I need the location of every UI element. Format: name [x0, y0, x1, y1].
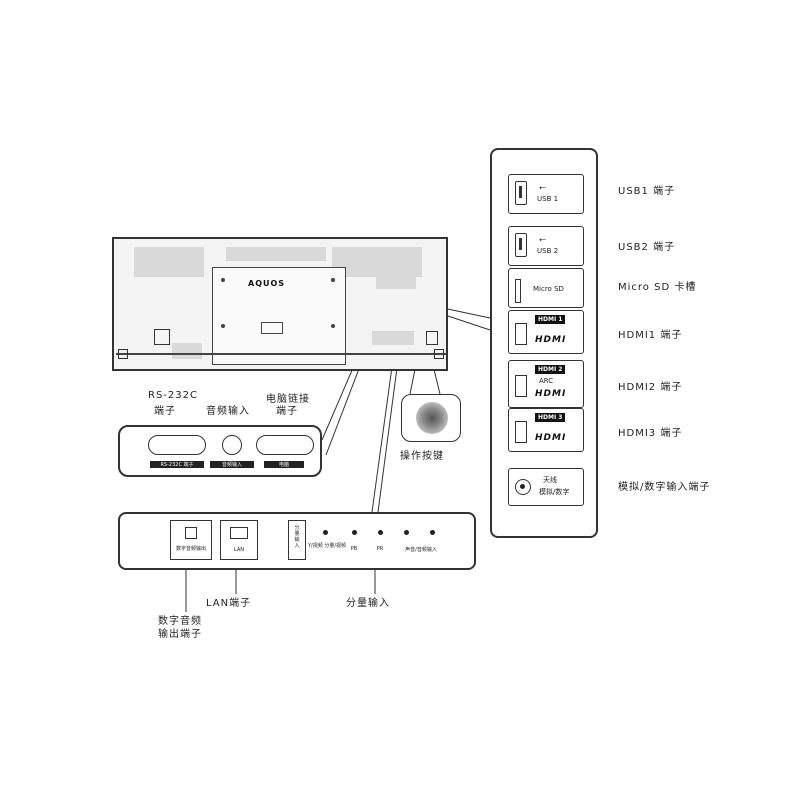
- rear-vent-area: [376, 275, 416, 289]
- usb1-port-box: ⭠ USB 1: [508, 174, 584, 214]
- rear-vent-area: [332, 247, 422, 277]
- audio-tag: 音频输入: [210, 461, 254, 468]
- hdmi3-badge: HDMI 3: [535, 413, 566, 422]
- optical-port-box: 数字音频输出: [170, 520, 212, 560]
- tv-bottom-edge: [116, 353, 446, 355]
- component-side-label-box: 分量输入: [288, 520, 306, 560]
- usb-icon: ⭠: [539, 235, 547, 245]
- label-component: 分量输入: [346, 598, 390, 609]
- hdmi-logo: HDMI: [535, 433, 567, 443]
- optical-text: 数字音频输出: [175, 546, 206, 552]
- right-port-block: [426, 331, 438, 345]
- label-audio-in: 音频输入: [206, 406, 250, 417]
- microsd-port-box: Micro SD: [508, 268, 584, 308]
- hdmi1-port-box: HDMI 1 HDMI: [508, 310, 584, 354]
- rear-port-panel-upper: RS-232C 端子 音频输入 电脑: [118, 425, 322, 477]
- jack5-label: 声音/音频输入: [405, 547, 437, 553]
- pc-port: [256, 435, 314, 455]
- screw: [331, 324, 335, 328]
- rear-center-panel: [212, 267, 346, 365]
- label-hdmi2: HDMI2 端子: [618, 382, 683, 393]
- label-lan: LAN端子: [206, 598, 252, 609]
- optical-jack: [185, 527, 197, 539]
- lan-text: LAN: [233, 547, 245, 553]
- rear-bracket: [261, 322, 283, 334]
- audio-in-jack: [222, 435, 242, 455]
- foot: [434, 349, 444, 359]
- hdmi-logo: HDMI: [535, 335, 567, 345]
- usb1-text: USB 1: [537, 195, 559, 203]
- label-pc-1: 电脑链接: [266, 394, 310, 405]
- rear-vent-area: [372, 331, 414, 345]
- component-side-label: 分量输入: [294, 525, 300, 549]
- rear-vent-area: [172, 343, 202, 359]
- knob-icon: [416, 402, 448, 434]
- hdmi2-slot: [515, 375, 527, 397]
- microsd-text: Micro SD: [533, 285, 564, 293]
- component-pr-jack: [378, 530, 383, 535]
- label-operation-button: 操作按键: [400, 451, 444, 462]
- label-hdmi1: HDMI1 端子: [618, 330, 683, 341]
- label-usb1: USB1 端子: [618, 186, 676, 197]
- usb2-text: USB 2: [537, 247, 559, 255]
- antenna-jack: [515, 479, 531, 495]
- pc-tag: 电脑: [264, 461, 304, 468]
- microsd-slot: [515, 279, 521, 303]
- label-digital-audio-2: 输出端子: [158, 629, 202, 640]
- hdmi1-badge: HDMI 1: [535, 315, 566, 324]
- tv-rear-view: AQUOS: [112, 237, 448, 371]
- operation-button[interactable]: [401, 394, 461, 442]
- antenna-port-box: 天线 模拟/数字: [508, 468, 584, 506]
- foot: [118, 349, 128, 359]
- screw: [221, 278, 225, 282]
- rear-vent-area: [134, 247, 204, 277]
- label-microsd: Micro SD 卡槽: [618, 282, 697, 293]
- label-antenna: 模拟/数字输入端子: [618, 482, 711, 493]
- usb2-port-box: ⭠ USB 2: [508, 226, 584, 266]
- antenna-text-2: 模拟/数字: [539, 488, 570, 496]
- label-digital-audio-1: 数字音频: [158, 616, 202, 627]
- hdmi2-arc: ARC: [539, 377, 554, 385]
- rear-port-panel-lower: 数字音频输出 LAN 分量输入 Y/视频 分量/视频 PB PR 声音/音频输入: [118, 512, 476, 570]
- hdmi3-port-box: HDMI 3 HDMI: [508, 408, 584, 452]
- usb-icon: ⭠: [539, 183, 547, 193]
- hdmi3-slot: [515, 421, 527, 443]
- label-rs232c-1: RS-232C: [148, 390, 198, 401]
- left-port-block: [154, 329, 170, 345]
- usb2-slot: [515, 233, 527, 257]
- rs232c-tag: RS-232C 端子: [150, 461, 204, 468]
- jack2-label: PB: [350, 546, 358, 552]
- lan-jack: [230, 527, 248, 539]
- antenna-text-1: 天线: [543, 476, 557, 484]
- lan-port-box: LAN: [220, 520, 258, 560]
- jack3-label: PR: [376, 546, 384, 552]
- tv-brand-logo: AQUOS: [248, 279, 286, 288]
- label-usb2: USB2 端子: [618, 242, 676, 253]
- rs232c-port: [148, 435, 206, 455]
- audio-l-jack: [404, 530, 409, 535]
- side-port-panel: ⭠ USB 1 ⭠ USB 2 Micro SD HDMI 1 HDMI HDM…: [490, 148, 598, 538]
- usb1-slot: [515, 181, 527, 205]
- hdmi1-slot: [515, 323, 527, 345]
- jack1-label: Y/视频 分量/视频: [308, 543, 347, 549]
- screw: [221, 324, 225, 328]
- label-rs232c-2: 端子: [154, 406, 176, 417]
- label-pc-2: 端子: [276, 406, 298, 417]
- label-hdmi3: HDMI3 端子: [618, 428, 683, 439]
- hdmi-logo: HDMI: [535, 389, 567, 399]
- rear-vent-area: [226, 247, 326, 261]
- hdmi2-badge: HDMI 2: [535, 365, 566, 374]
- screw: [331, 278, 335, 282]
- audio-r-jack: [430, 530, 435, 535]
- hdmi2-port-box: HDMI 2 ARC HDMI: [508, 360, 584, 408]
- component-y-jack: [323, 530, 328, 535]
- component-pb-jack: [352, 530, 357, 535]
